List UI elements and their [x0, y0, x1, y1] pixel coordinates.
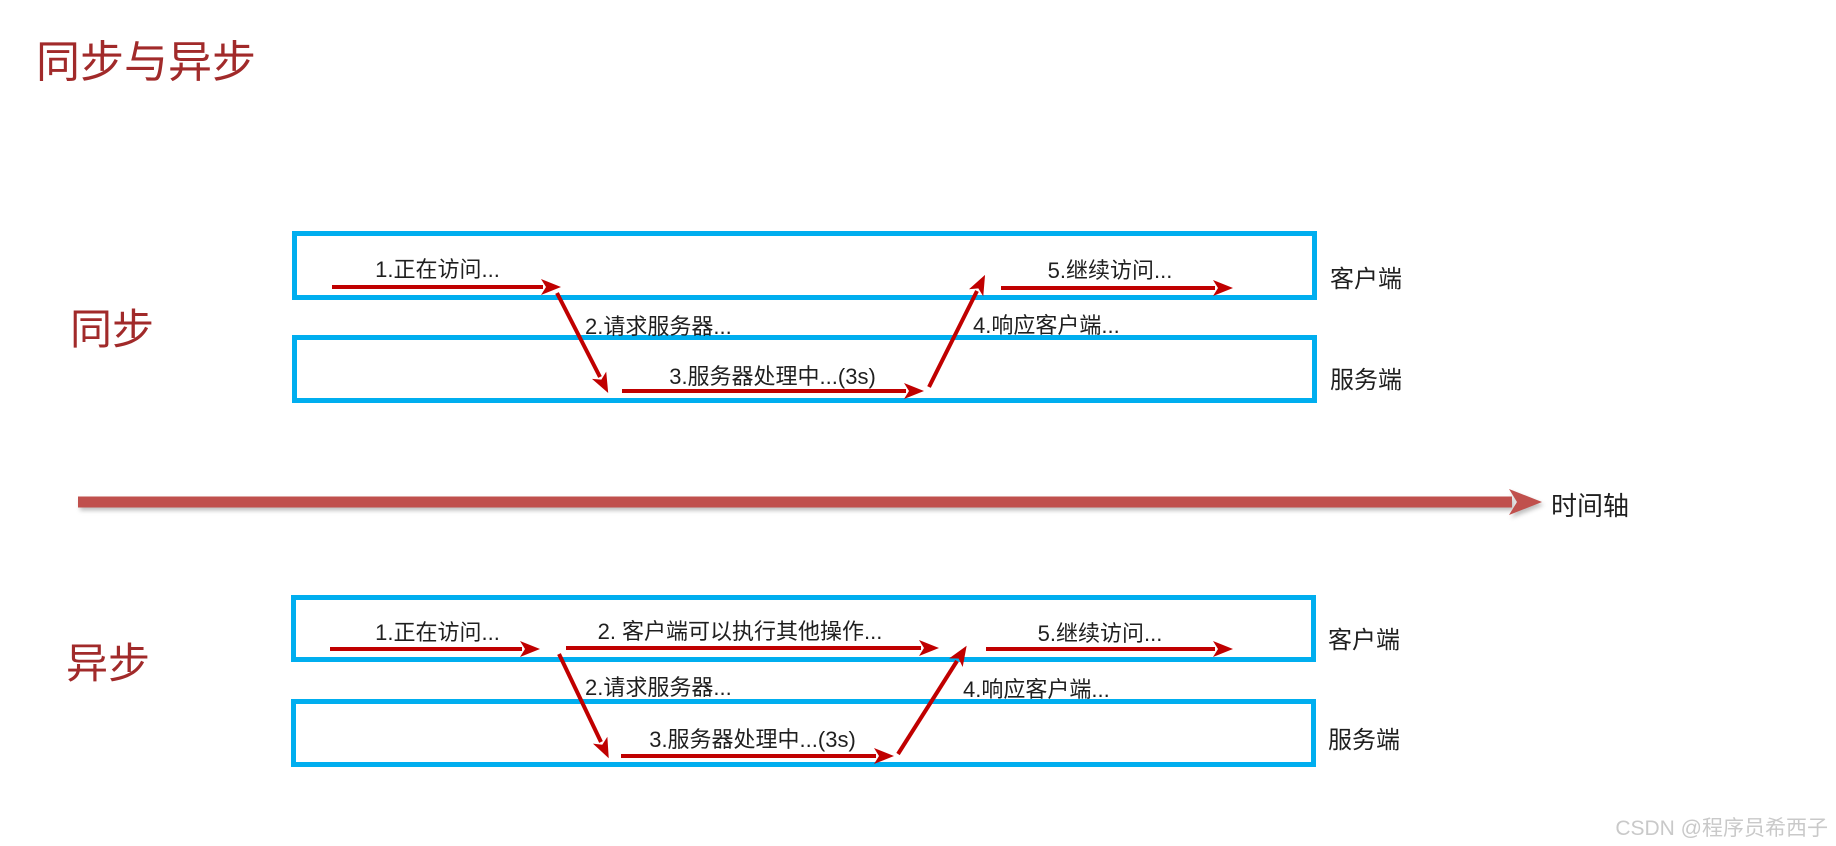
async-section-label: 异步: [66, 642, 151, 688]
async-step1-text: 1.正在访问...: [375, 620, 500, 645]
async-server-box: [291, 699, 1316, 767]
sync-step5-text: 5.继续访问...: [1047, 258, 1173, 283]
async-client-label: 客户端: [1328, 627, 1400, 654]
async-step3-text: 3.服务器处理中...(3s): [649, 727, 856, 752]
sync-server-label: 服务端: [1330, 367, 1402, 394]
sync-client-label: 客户端: [1330, 266, 1402, 293]
sync-section-label: 同步: [70, 308, 155, 354]
async-client-box: [291, 595, 1316, 662]
async-step4-text: 4.响应客户端...: [963, 677, 1110, 702]
sync-step1-text: 1.正在访问...: [375, 257, 500, 282]
sync-step4-text: 4.响应客户端...: [973, 313, 1120, 338]
async-server-label: 服务端: [1328, 727, 1400, 754]
sync-server-box: [292, 335, 1317, 403]
page-title: 同步与异步: [36, 38, 256, 87]
async-step2-text: 2.请求服务器...: [585, 675, 732, 700]
sync-client-box: [292, 231, 1317, 300]
timeline-label: 时间轴: [1551, 491, 1630, 521]
sync-step3-text: 3.服务器处理中...(3s): [669, 364, 876, 389]
async-step5-text: 5.继续访问...: [1037, 621, 1163, 646]
sync-step2-text: 2.请求服务器...: [585, 314, 732, 339]
watermark: CSDN @程序员希西子: [1615, 817, 1828, 840]
async-step2-other-text: 2. 客户端可以执行其他操作...: [597, 619, 883, 644]
